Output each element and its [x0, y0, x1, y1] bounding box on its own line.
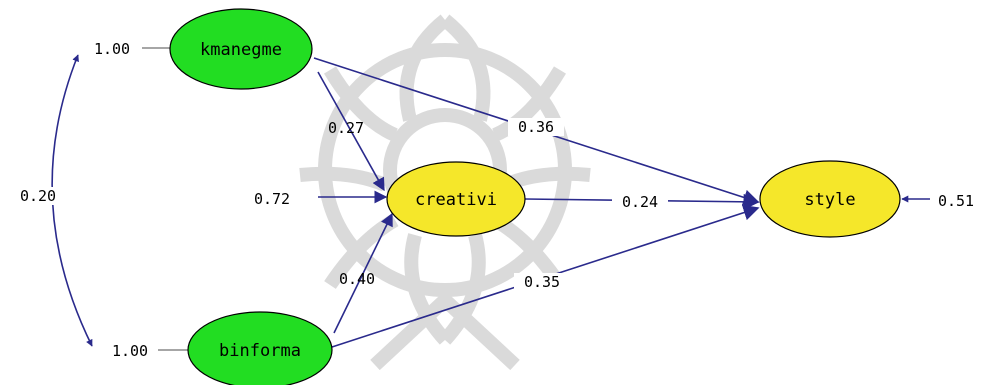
node-label-creativi: creativi — [415, 190, 497, 210]
node-style: style — [759, 160, 901, 238]
coef-kmanegme-style: 0.36 — [518, 118, 554, 136]
covariance-coefficient: 0.20 — [20, 187, 56, 205]
coef-binforma-creativi: 0.40 — [339, 270, 375, 288]
error-variance-style: 0.51 — [938, 192, 974, 210]
variance-kmanegme: 1.00 — [94, 40, 130, 58]
node-label-binforma: binforma — [219, 341, 301, 361]
coef-binforma-style: 0.35 — [524, 273, 560, 291]
variance-binforma: 1.00 — [112, 342, 148, 360]
coef-creativi-style: 0.24 — [622, 193, 658, 211]
error-variance-creativi: 0.72 — [254, 190, 290, 208]
node-kmanegme: kmanegme — [169, 8, 313, 90]
path-binforma-to-creativi — [333, 212, 393, 334]
path-kmanegme-to-creativi — [317, 71, 385, 192]
node-creativi: creativi — [386, 161, 526, 237]
node-label-style: style — [804, 190, 855, 210]
coef-kmanegme-creativi: 0.27 — [328, 119, 364, 137]
node-label-kmanegme: kmanegme — [200, 40, 282, 60]
university-emblem-watermark — [299, 14, 591, 371]
node-binforma: binforma — [187, 311, 333, 385]
